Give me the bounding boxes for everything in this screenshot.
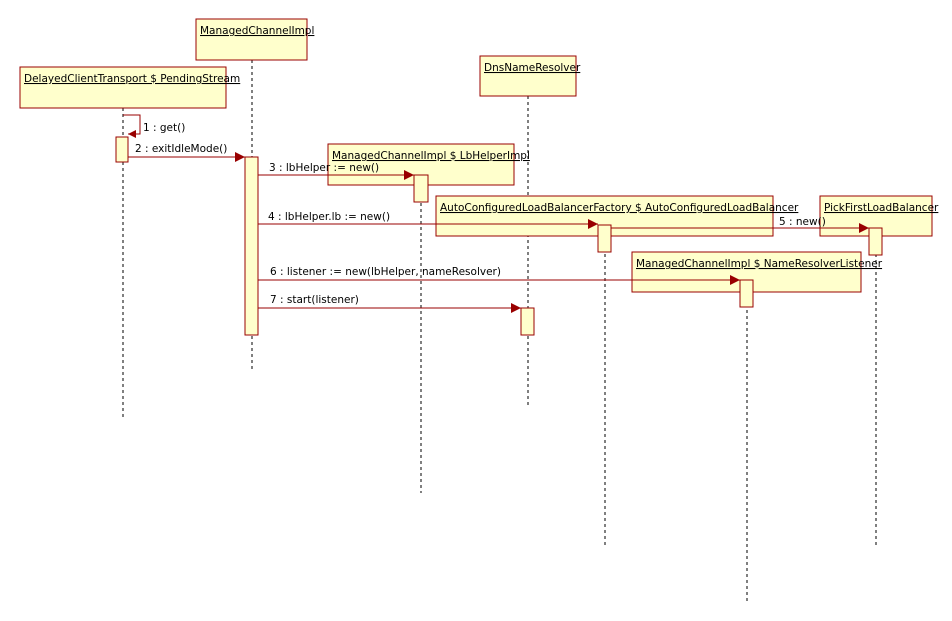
object-autolb[interactable]: AutoConfiguredLoadBalancerFactory $ Auto…	[435, 195, 799, 237]
message-label-4: 4 : lbHelper.lb := new()	[268, 211, 390, 223]
object-label-channel: ManagedChannelImpl	[200, 25, 314, 37]
message-2[interactable]: 2 : exitIdleMode()	[128, 143, 245, 162]
message-4[interactable]: 4 : lbHelper.lb := new()	[258, 211, 598, 229]
activation-delayed	[115, 136, 129, 163]
message-3[interactable]: 3 : lbHelper := new()	[258, 162, 414, 180]
message-label-5: 5 : new()	[779, 216, 826, 228]
message-label-7: 7 : start(listener)	[270, 294, 359, 306]
activation-dns	[520, 307, 535, 336]
message-5[interactable]: 5 : new()	[611, 216, 869, 233]
activation-autolb	[597, 224, 612, 253]
object-label-lbhelper: ManagedChannelImpl $ LbHelperImpl	[332, 150, 530, 162]
activation-lbhelper	[413, 174, 429, 203]
activation-listener	[739, 279, 754, 308]
object-pickfirst[interactable]: PickFirstLoadBalancer	[819, 195, 939, 237]
object-label-autolb: AutoConfiguredLoadBalancerFactory $ Auto…	[440, 202, 799, 214]
object-label-listener: ManagedChannelImpl $ NameResolverListene…	[636, 258, 883, 270]
object-channel[interactable]: ManagedChannelImpl	[195, 18, 314, 61]
object-label-delayed: DelayedClientTransport $ PendingStream	[24, 73, 240, 85]
message-1[interactable]: 1 : get()	[123, 114, 185, 138]
message-label-1: 1 : get()	[143, 122, 185, 134]
object-label-dns: DnsNameResolver	[484, 62, 581, 74]
activation-channel	[244, 156, 259, 336]
message-6[interactable]: 6 : listener := new(lbHelper, nameResolv…	[258, 266, 740, 285]
object-delayed[interactable]: DelayedClientTransport $ PendingStream	[19, 66, 240, 109]
activation-pickfirst	[868, 227, 883, 256]
lifelines	[122, 60, 877, 601]
object-dns[interactable]: DnsNameResolver	[479, 55, 581, 97]
message-label-3: 3 : lbHelper := new()	[269, 162, 379, 174]
message-7[interactable]: 7 : start(listener)	[258, 294, 521, 313]
object-label-pickfirst: PickFirstLoadBalancer	[824, 202, 939, 214]
object-listener[interactable]: ManagedChannelImpl $ NameResolverListene…	[631, 251, 883, 293]
message-label-6: 6 : listener := new(lbHelper, nameResolv…	[270, 266, 501, 278]
activations	[115, 136, 883, 336]
message-label-2: 2 : exitIdleMode()	[135, 143, 227, 155]
